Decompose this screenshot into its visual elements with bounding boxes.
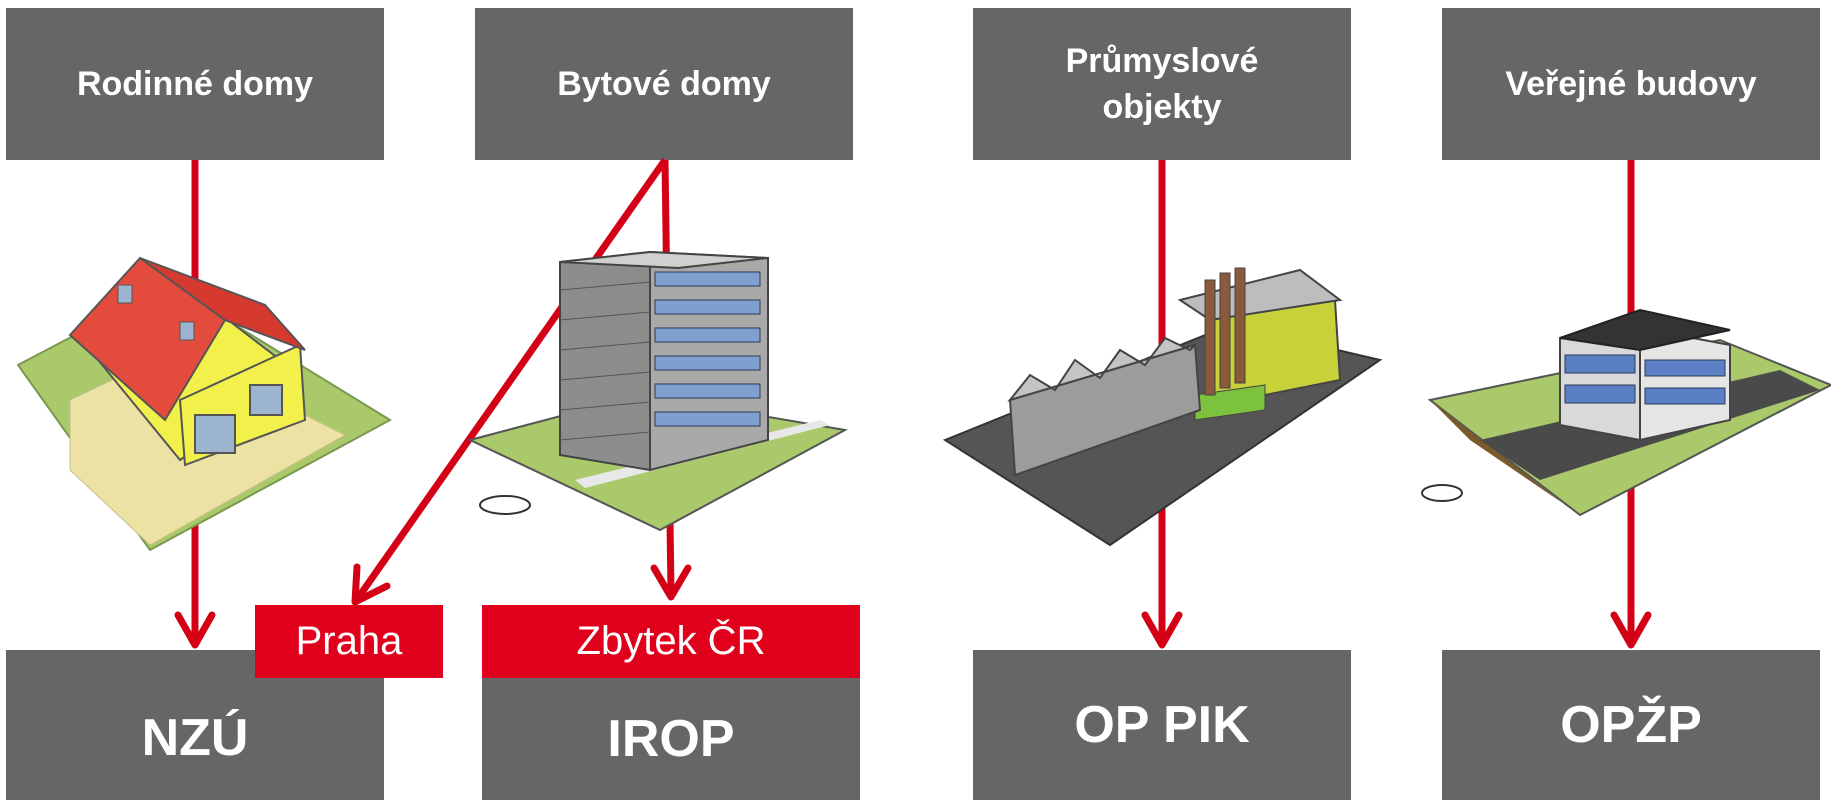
industrial-building-illustration xyxy=(942,267,1383,547)
program-box-opzp: OPŽP xyxy=(1442,650,1820,800)
arrowhead-irop xyxy=(650,564,692,601)
region-label: Zbytek ČR xyxy=(576,619,766,663)
category-label: Bytové domy xyxy=(557,65,771,103)
program-box-nzu: NZÚ xyxy=(6,650,384,800)
arrowhead-praha xyxy=(351,563,391,606)
arrowhead-nzu xyxy=(174,611,216,649)
program-box-op-pik: OP PIK xyxy=(973,650,1351,800)
category-label: Průmyslové objekty xyxy=(1065,42,1259,126)
program-label: NZÚ xyxy=(141,709,249,767)
category-box-prumyslove-objekty: Průmyslové objekty xyxy=(973,8,1351,160)
arrow-bytove-to-praha xyxy=(355,157,668,601)
program-label: OP PIK xyxy=(1074,696,1250,754)
program-box-irop: IROP xyxy=(482,678,860,800)
category-label: Rodinné domy xyxy=(76,65,314,103)
region-tag-praha: Praha xyxy=(255,605,443,678)
category-box-rodinne-domy: Rodinné domy xyxy=(6,8,384,160)
arrowhead-oppik xyxy=(1141,611,1183,649)
apartment-building-illustration xyxy=(467,250,849,532)
category-box-verejne-budovy: Veřejné budovy xyxy=(1442,8,1820,160)
region-label: Praha xyxy=(295,619,403,663)
region-tag-zbytek-cr: Zbytek ČR xyxy=(482,605,860,678)
public-building-illustration xyxy=(1421,308,1831,517)
category-box-bytove-domy: Bytové domy xyxy=(475,8,853,160)
category-label: Veřejné budovy xyxy=(1505,65,1757,103)
arrowhead-opzp xyxy=(1610,611,1652,649)
program-label: OPŽP xyxy=(1560,696,1702,754)
program-label: IROP xyxy=(607,710,735,768)
family-house-illustration xyxy=(16,256,392,552)
